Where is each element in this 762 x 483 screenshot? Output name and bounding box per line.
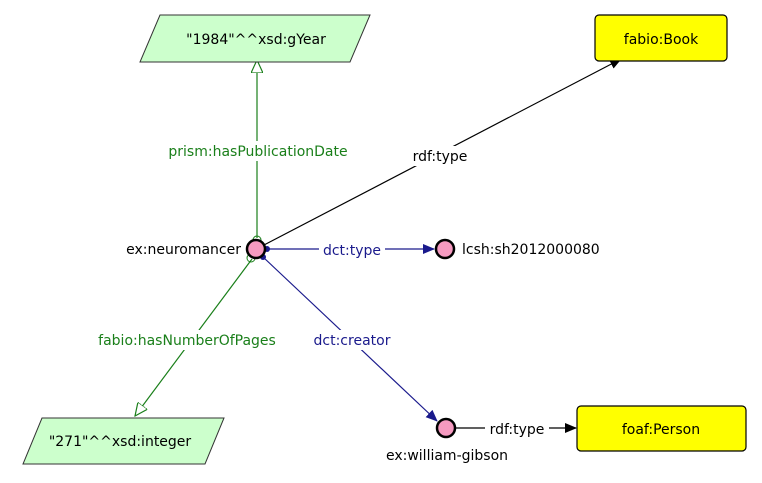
literal-node-year[interactable]	[139, 14, 371, 63]
edge-label-bg	[409, 146, 471, 166]
class-node-book[interactable]	[594, 14, 728, 62]
literal-node-pages[interactable]	[22, 417, 225, 465]
edge-label-rdf-type-book: rdf:type	[413, 149, 468, 165]
edge-label-dct-type: dct:type	[323, 243, 381, 259]
edge-label-bg	[319, 240, 385, 260]
individual-neuromancer-label: ex:neuromancer	[126, 242, 241, 258]
edge-label-publication-date: prism:hasPublicationDate	[168, 144, 347, 160]
class-book-label: fabio:Book	[624, 32, 699, 48]
edge-label-bg	[485, 419, 549, 439]
class-person-label: foaf:Person	[622, 422, 700, 438]
edge-label-bg	[81, 330, 293, 350]
individual-node-william-gibson[interactable]	[435, 417, 457, 439]
individual-william-gibson-label: ex:william-gibson	[386, 448, 508, 464]
edge-label-rdf-type-person: rdf:type	[490, 422, 545, 438]
edge-label-bg	[160, 141, 356, 161]
individual-node-lcsh[interactable]	[434, 238, 456, 260]
individual-node-neuromancer[interactable]	[245, 238, 267, 260]
edge-label-dct-creator: dct:creator	[314, 333, 391, 349]
edge-label-bg	[309, 330, 395, 350]
class-node-person[interactable]	[576, 405, 747, 452]
literal-year-label: "1984"^^xsd:gYear	[186, 32, 326, 48]
individual-lcsh-label: lcsh:sh2012000080	[462, 242, 600, 258]
literal-pages-label: "271"^^xsd:integer	[49, 434, 192, 450]
edge-label-number-of-pages: fabio:hasNumberOfPages	[98, 333, 276, 349]
